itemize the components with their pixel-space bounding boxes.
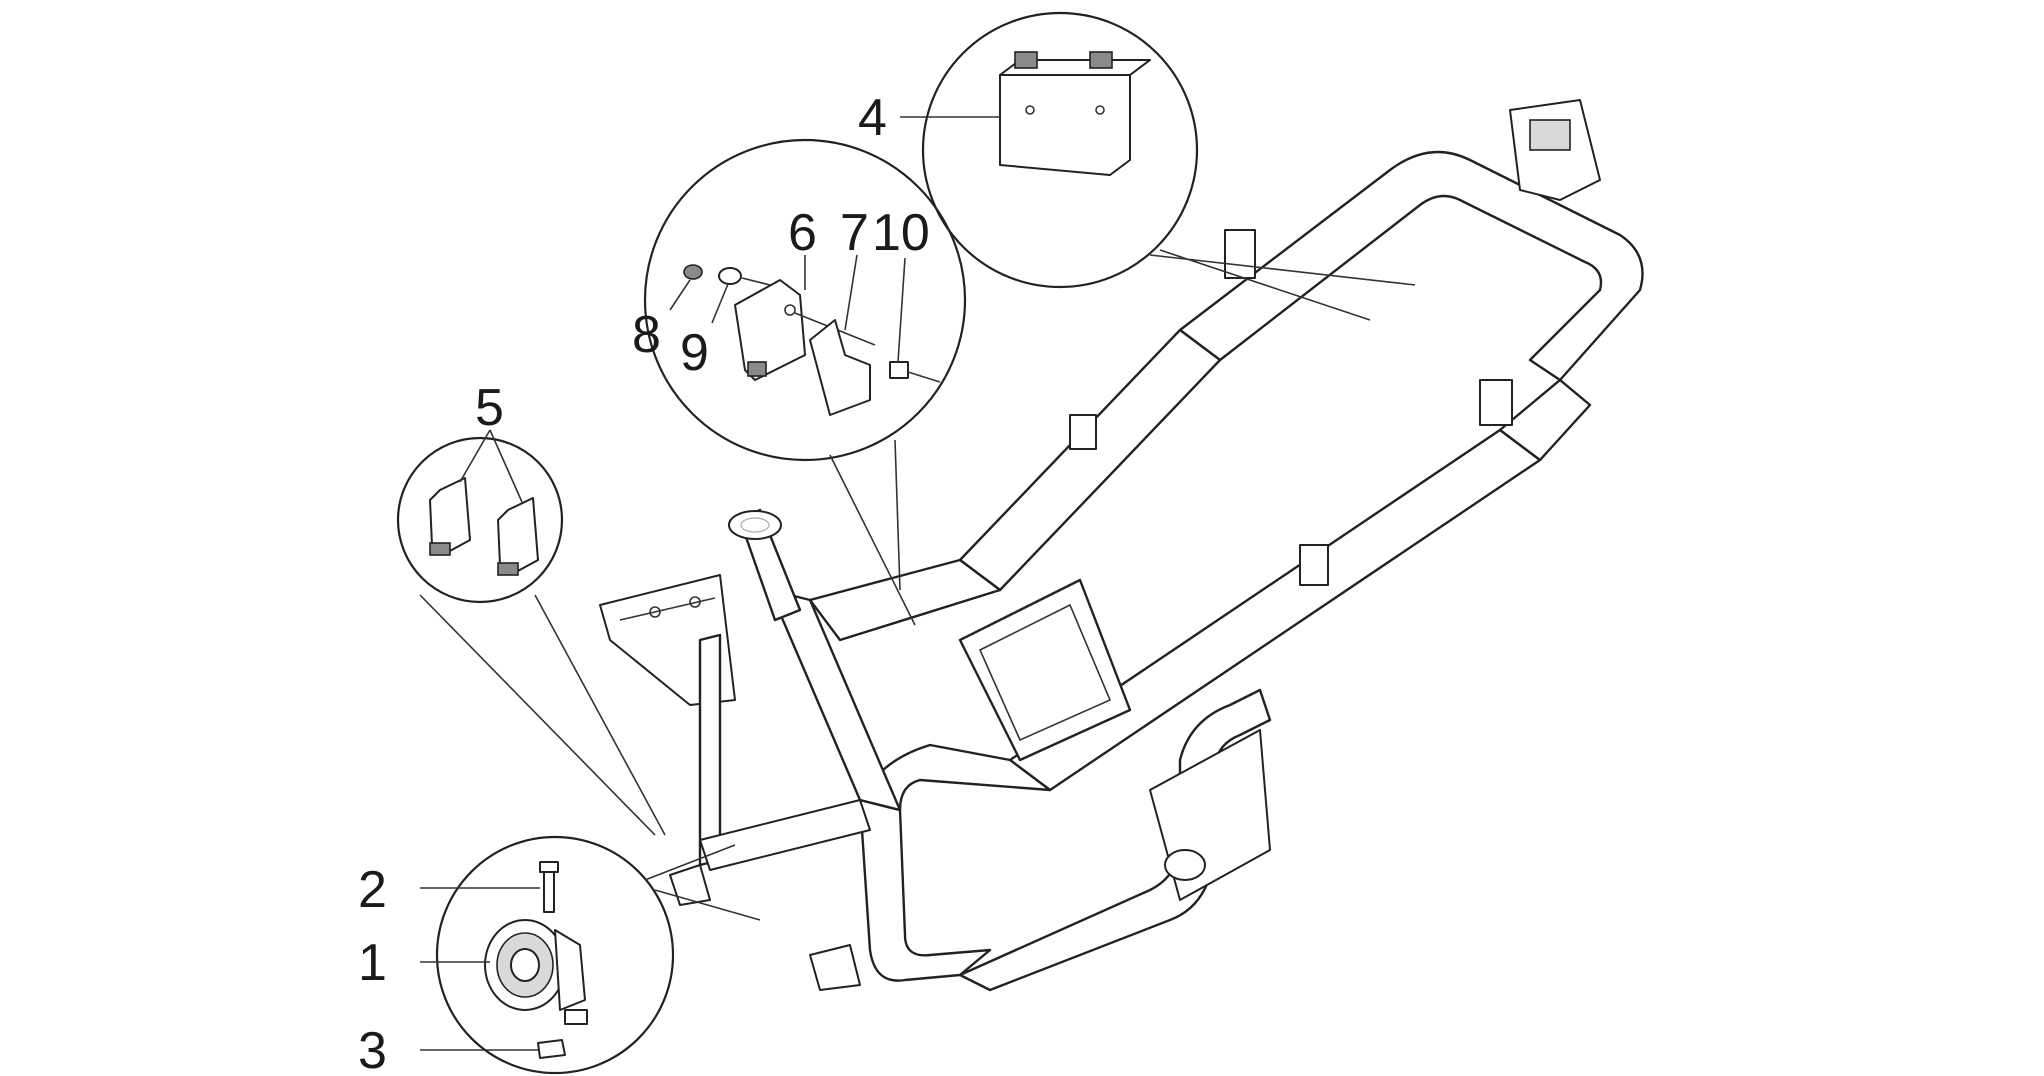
relay-bracket-icon bbox=[809, 319, 871, 416]
callout-2: 2 bbox=[358, 861, 387, 919]
clip-nut-icon bbox=[537, 1039, 566, 1059]
relay-icon bbox=[429, 477, 471, 553]
bolt-icon bbox=[539, 861, 559, 913]
callout-7: 7 bbox=[840, 204, 869, 262]
callout-1: 1 bbox=[358, 934, 387, 992]
relay-icon bbox=[497, 497, 539, 573]
callout-9: 9 bbox=[680, 324, 709, 382]
detail-circle-battery bbox=[921, 11, 1416, 321]
battery-icon bbox=[999, 51, 1151, 176]
callout-8: 8 bbox=[632, 306, 661, 364]
callout-10: 10 bbox=[872, 204, 930, 262]
nut-icon bbox=[889, 361, 909, 379]
detail-circle-relays bbox=[396, 429, 666, 836]
callout-numbers: 1 2 3 4 5 6 7 8 9 10 bbox=[358, 89, 930, 1076]
leader-lines bbox=[420, 116, 1000, 1051]
washer-icon bbox=[718, 267, 742, 285]
callout-4: 4 bbox=[858, 89, 887, 147]
callout-3: 3 bbox=[358, 1022, 387, 1076]
callout-5: 5 bbox=[475, 379, 504, 437]
scooter-frame bbox=[599, 99, 1644, 992]
horn-icon bbox=[484, 919, 588, 1025]
callout-6: 6 bbox=[788, 204, 817, 262]
relay-icon bbox=[734, 279, 806, 381]
bolt-head-icon bbox=[683, 264, 703, 280]
detail-circle-relay bbox=[643, 138, 967, 626]
detail-circle-horn bbox=[435, 835, 761, 1075]
